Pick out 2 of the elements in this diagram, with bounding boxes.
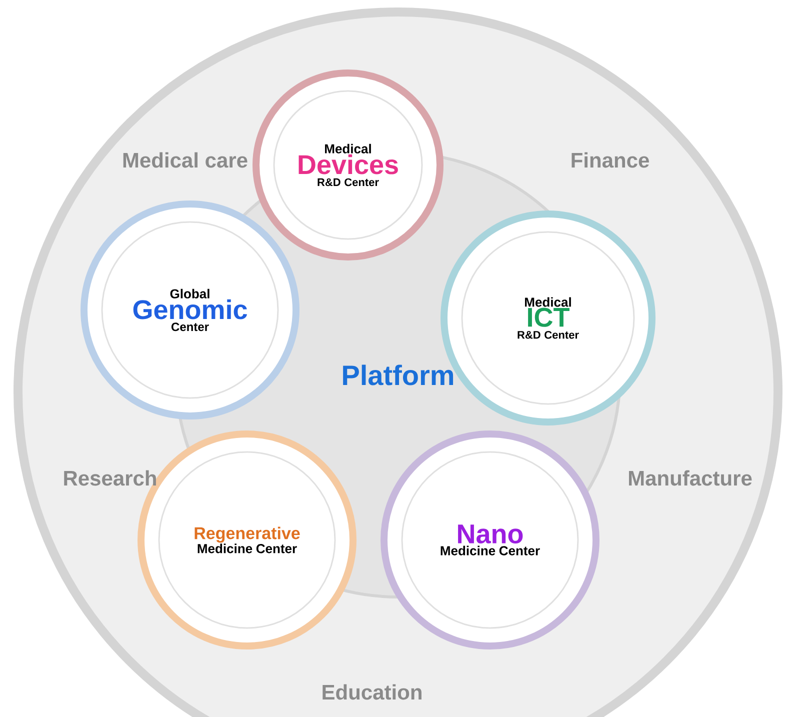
ring-word: Manufacture <box>629 470 752 486</box>
ring-word: Education <box>322 684 422 700</box>
